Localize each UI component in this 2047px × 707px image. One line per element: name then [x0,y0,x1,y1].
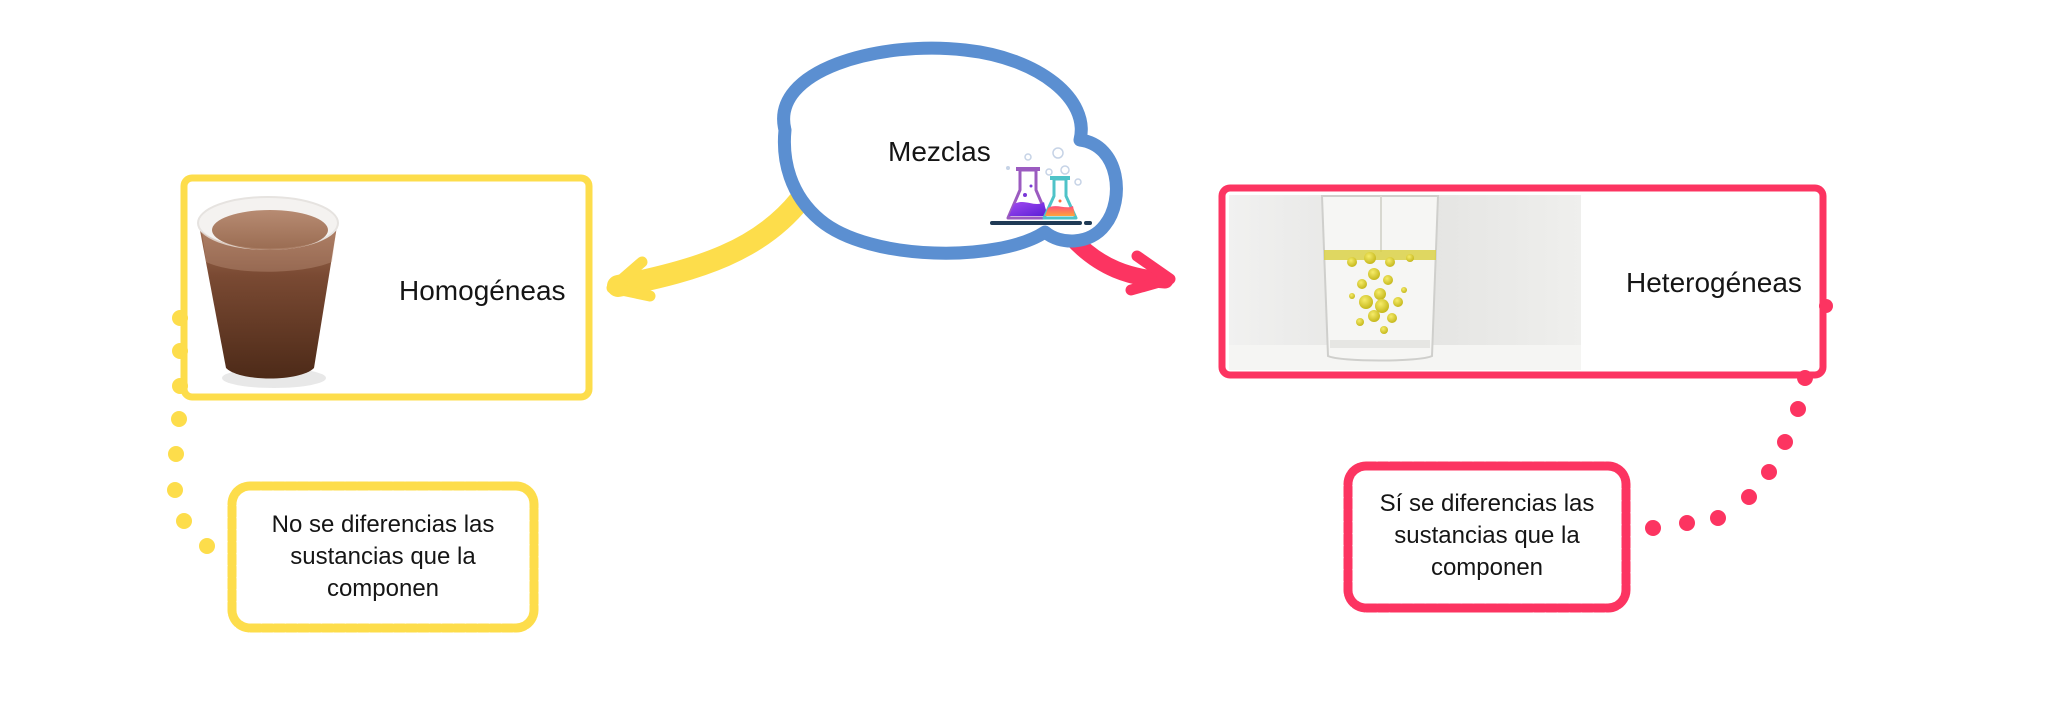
heterogeneas-label: Heterogéneas [1626,267,1802,298]
node-heterogeneas[interactable] [1218,184,1827,379]
note-line: sustancias que la [290,543,476,570]
central-node-label: Mezclas [888,136,991,167]
dotted-connector-homogeneas [167,310,215,554]
node-homogeneas[interactable] [180,174,593,401]
central-node-mezclas[interactable] [777,41,1123,260]
note-line: No se diferencias las [271,511,495,538]
arrow-to-homogeneas [606,189,811,302]
homogeneas-label: Homogéneas [399,275,566,306]
note-box-homogeneas[interactable] [227,481,539,633]
note-line: componen [1430,554,1544,581]
note-line: componen [326,575,440,602]
arrow-to-heterogeneas [1063,229,1176,296]
note-line: sustancias que la [1394,522,1580,549]
chocolate-milk-cup-image [197,196,339,388]
note-line: Sí se diferencias las [1379,490,1595,517]
chemistry-flasks-icon [990,147,1092,225]
note-box-heterogeneas[interactable] [1343,461,1631,613]
note-text-heterogeneas: Sí se diferencias las sustancias que la … [1348,488,1626,584]
note-text-homogeneas: No se diferencias las sustancias que la … [232,509,534,605]
oil-in-water-glass-image [1229,195,1581,370]
dotted-connector-heterogeneas [1645,299,1833,536]
